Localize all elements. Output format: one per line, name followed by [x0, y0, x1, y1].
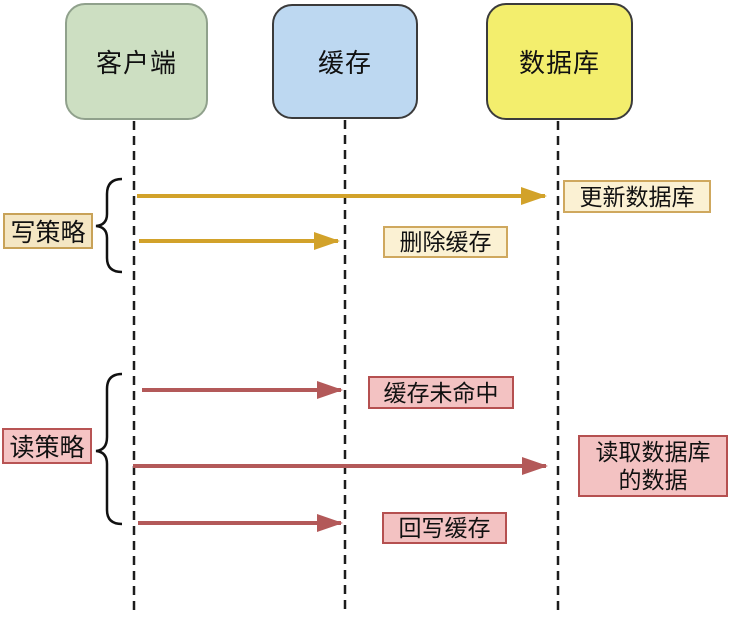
message-label-cache-miss: 缓存未命中 [368, 376, 514, 409]
actor-box-cache: 缓存 [272, 4, 418, 119]
message-text-read-database-line1: 读取数据库 [595, 439, 711, 465]
message-text-cache-miss: 缓存未命中 [383, 379, 499, 406]
message-text-delete-cache: 删除缓存 [399, 229, 492, 255]
actor-label-database: 数据库 [518, 48, 600, 78]
read-strategy-label: 读策略 [9, 434, 85, 462]
message-label-update-database: 更新数据库 [563, 180, 711, 213]
write-strategy-brace [95, 177, 123, 274]
message-text-read-database-line2: 的数据 [618, 467, 688, 493]
message-text-update-database: 更新数据库 [579, 183, 695, 210]
write-strategy-label: 写策略 [10, 219, 86, 247]
message-label-write-back-cache: 回写缓存 [382, 512, 507, 544]
read-strategy-brace [95, 372, 123, 526]
actor-label-client: 客户端 [95, 48, 177, 78]
actor-label-cache: 缓存 [317, 48, 372, 78]
actor-box-database: 数据库 [486, 3, 633, 120]
message-label-delete-cache: 删除缓存 [383, 226, 508, 258]
read-strategy-tag: 读策略 [2, 428, 92, 464]
actor-box-client: 客户端 [65, 3, 208, 120]
message-text-write-back-cache: 回写缓存 [398, 515, 491, 541]
message-label-read-database: 读取数据库 的数据 [578, 435, 728, 497]
write-strategy-tag: 写策略 [3, 213, 93, 249]
